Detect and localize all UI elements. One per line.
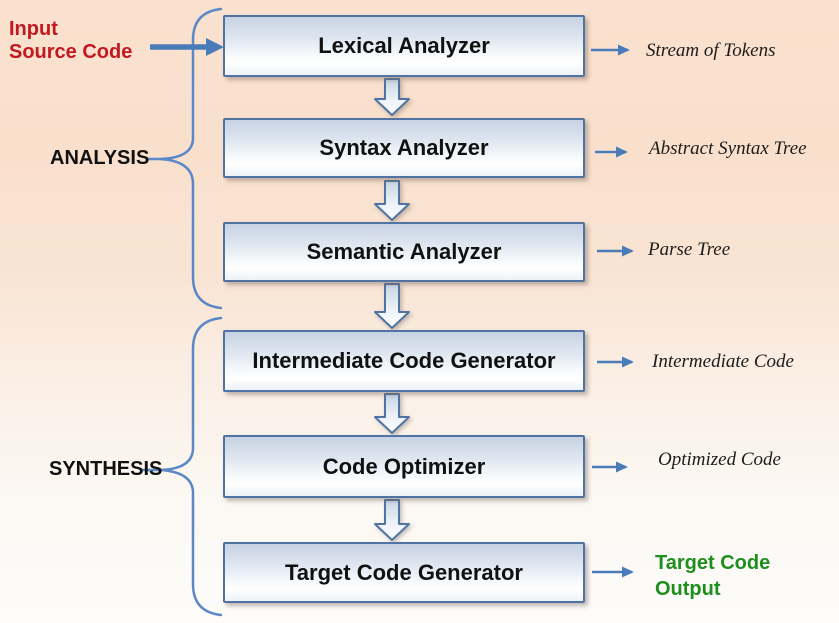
- input-source-code-label: Input Source Code: [9, 18, 132, 64]
- output-label-intermediate-code: Intermediate Code: [652, 351, 794, 372]
- stage-box-semantic-analyzer: Semantic Analyzer: [223, 222, 585, 282]
- stage-box-code-optimizer: Code Optimizer: [223, 435, 585, 498]
- input-label-line2: Source Code: [9, 41, 133, 63]
- synthesis-brace: [140, 316, 223, 617]
- output-arrow-icons: [591, 44, 634, 578]
- down-arrow-icon: [374, 78, 410, 116]
- stage-label: Syntax Analyzer: [319, 135, 489, 160]
- down-arrow-icon: [374, 393, 410, 434]
- synthesis-group-label: SYNTHESIS: [49, 458, 163, 480]
- target-code-output-label: Target Code Output: [655, 550, 770, 602]
- down-arrow-icon: [374, 283, 410, 329]
- stage-box-lexical-analyzer: Lexical Analyzer: [223, 15, 585, 77]
- stage-box-target-code-generator: Target Code Generator: [223, 542, 585, 603]
- target-code-output-line2: Output: [655, 578, 721, 600]
- stage-label: Semantic Analyzer: [306, 239, 502, 264]
- stage-label: Target Code Generator: [285, 559, 523, 585]
- down-arrow-icon: [374, 499, 410, 541]
- target-code-output-line1: Target Code: [655, 552, 771, 574]
- output-label-optimized-code: Optimized Code: [658, 449, 781, 470]
- stage-label: Lexical Analyzer: [318, 33, 490, 58]
- down-arrow-icon: [374, 180, 410, 221]
- input-label-line1: Input: [9, 18, 58, 40]
- output-label-stream-of-tokens: Stream of Tokens: [646, 40, 776, 61]
- stage-box-syntax-analyzer: Syntax Analyzer: [223, 118, 585, 178]
- analysis-group-label: ANALYSIS: [50, 147, 150, 169]
- output-label-parse-tree: Parse Tree: [648, 239, 731, 260]
- analysis-brace: [145, 7, 223, 310]
- input-arrow-icon: [150, 38, 224, 56]
- stage-label: Code Optimizer: [322, 453, 486, 479]
- stage-label: Intermediate Code Generator: [252, 348, 556, 373]
- stage-box-intermediate-code-generator: Intermediate Code Generator: [223, 330, 585, 392]
- output-label-abstract-syntax-tree: Abstract Syntax Tree: [649, 138, 807, 159]
